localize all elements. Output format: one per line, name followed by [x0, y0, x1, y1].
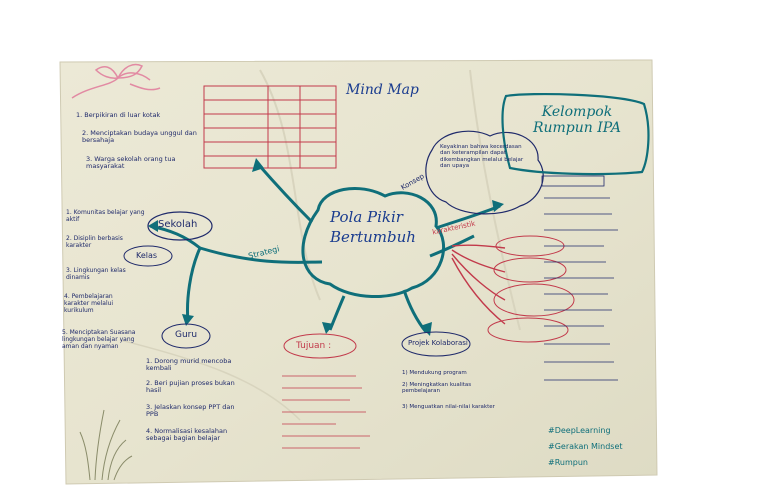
projek-oval [401, 331, 471, 357]
left-note-3: 3. Lingkungan kelas dinamis [66, 267, 126, 281]
tujuan-oval [283, 333, 357, 359]
konsep-cloud [425, 130, 544, 215]
group-name: Kelompok Rumpun IPA [532, 104, 622, 137]
flower-doodle [71, 63, 161, 99]
guru-oval [161, 323, 211, 349]
konsep-note: Keyakinan bahwa kecerdasan dan keterampi… [440, 144, 524, 169]
sekolah-label: Sekolah [158, 219, 198, 230]
summary-table [203, 85, 337, 169]
projek-label: Projek Kolaborasi [408, 339, 468, 347]
kelas-oval [123, 245, 173, 267]
top-left-note-2: 2. Menciptakan budaya unggul dan bersaha… [82, 129, 197, 145]
mind-map-title: Mind Map [346, 82, 419, 98]
member-list-lines [544, 197, 618, 381]
tujuan-list-lines [282, 375, 370, 449]
central-cloud [301, 187, 446, 298]
projek-note-3: 3) Menguatkan nilai-nilai karakter [402, 404, 495, 410]
tujuan-label: Tujuan : [296, 341, 332, 351]
poster-paper [59, 59, 658, 485]
left-note-1: 1. Komunitas belajar yang aktif [66, 209, 145, 223]
central-topic: Pola Pikir Bertumbuh [330, 208, 416, 246]
sekolah-oval [147, 211, 213, 241]
projek-note-2: 2) Meningkatkan kualitas pembelajaran [402, 382, 472, 395]
guru-note-2: 2. Beri pujian proses bukan hasil [146, 379, 235, 395]
guru-note-4: 4. Normalisasi kesalahan sebagai bagian … [146, 427, 228, 443]
left-note-4: 4. Pembelajaran karakter melalui kurikul… [64, 293, 114, 314]
left-note-5: 5. Menciptakan Suasana lingkungan belaja… [62, 329, 136, 350]
member-list-header [541, 175, 605, 187]
arrowheads [148, 158, 504, 336]
hashtag-3: #Rumpun [548, 458, 588, 467]
grass-doodle [79, 409, 133, 481]
guru-note-1: 1. Dorong murid mencoba kembali [146, 357, 232, 373]
kelas-label: Kelas [136, 251, 158, 260]
top-left-note-3: 3. Warga sekolah orang tua masyarakat [86, 155, 176, 171]
karakteristik-branches [451, 244, 506, 325]
guru-note-3: 3. Jelaskan konsep PPT dan PPB [146, 403, 235, 419]
guru-label: Guru [175, 330, 198, 340]
hashtag-1: #DeepLearning [548, 426, 611, 435]
left-note-2: 2. Disiplin berbasis karakter [66, 235, 123, 249]
projek-note-1: 1) Mendukung program [402, 370, 467, 376]
hashtag-2: #Gerakan Mindset [548, 442, 623, 451]
group-box [501, 92, 650, 176]
top-left-note-1: 1. Berpikiran di luar kotak [76, 111, 161, 119]
